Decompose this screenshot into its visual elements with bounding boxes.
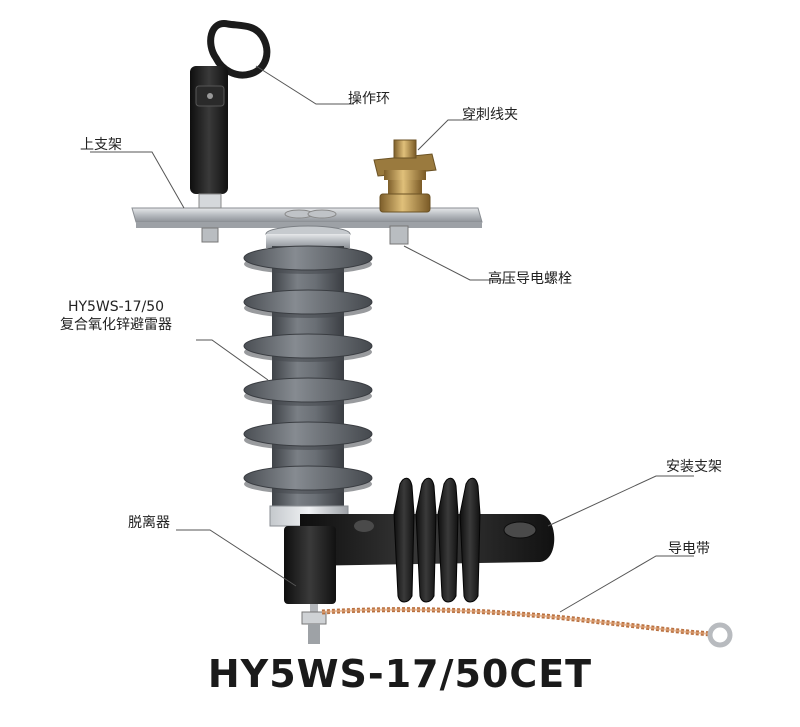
fin [393,477,415,603]
fin [437,477,459,603]
mounting-bracket-fins [393,477,481,603]
label-disconnector: 脱离器 [128,515,170,531]
label-hv-bolt: 高压导电螺栓 [488,271,572,287]
arrester-sheds [243,245,373,494]
label-arrester-name: 复合氧化锌避雷器 [60,317,172,333]
shed [243,333,373,362]
shed [243,245,373,274]
fin [459,477,481,603]
shed [243,465,373,494]
ground-strap [321,607,733,648]
label-piercing-clamp: 穿刺线夹 [462,107,518,123]
product-model-title: HY5WS-17/50CET [207,652,593,696]
label-arrester-model: HY5WS-17/50 [67,299,165,315]
label-mounting-bracket: 安装支架 [666,459,722,475]
operation-ring [190,20,271,194]
shed [243,421,373,450]
label-operation-ring: 操作环 [348,91,390,107]
shed [243,377,373,406]
piercing-clamp [373,139,437,213]
leader-lines [90,65,694,613]
fin [415,477,437,603]
label-upper-bracket: 上支架 [80,137,122,153]
label-arrester: HY5WS-17/50 复合氧化锌避雷器 [60,298,172,334]
disconnector [284,526,336,644]
shed [243,289,373,318]
label-ground-strap: 导电带 [668,541,710,557]
arrester-top-cap [265,225,351,248]
